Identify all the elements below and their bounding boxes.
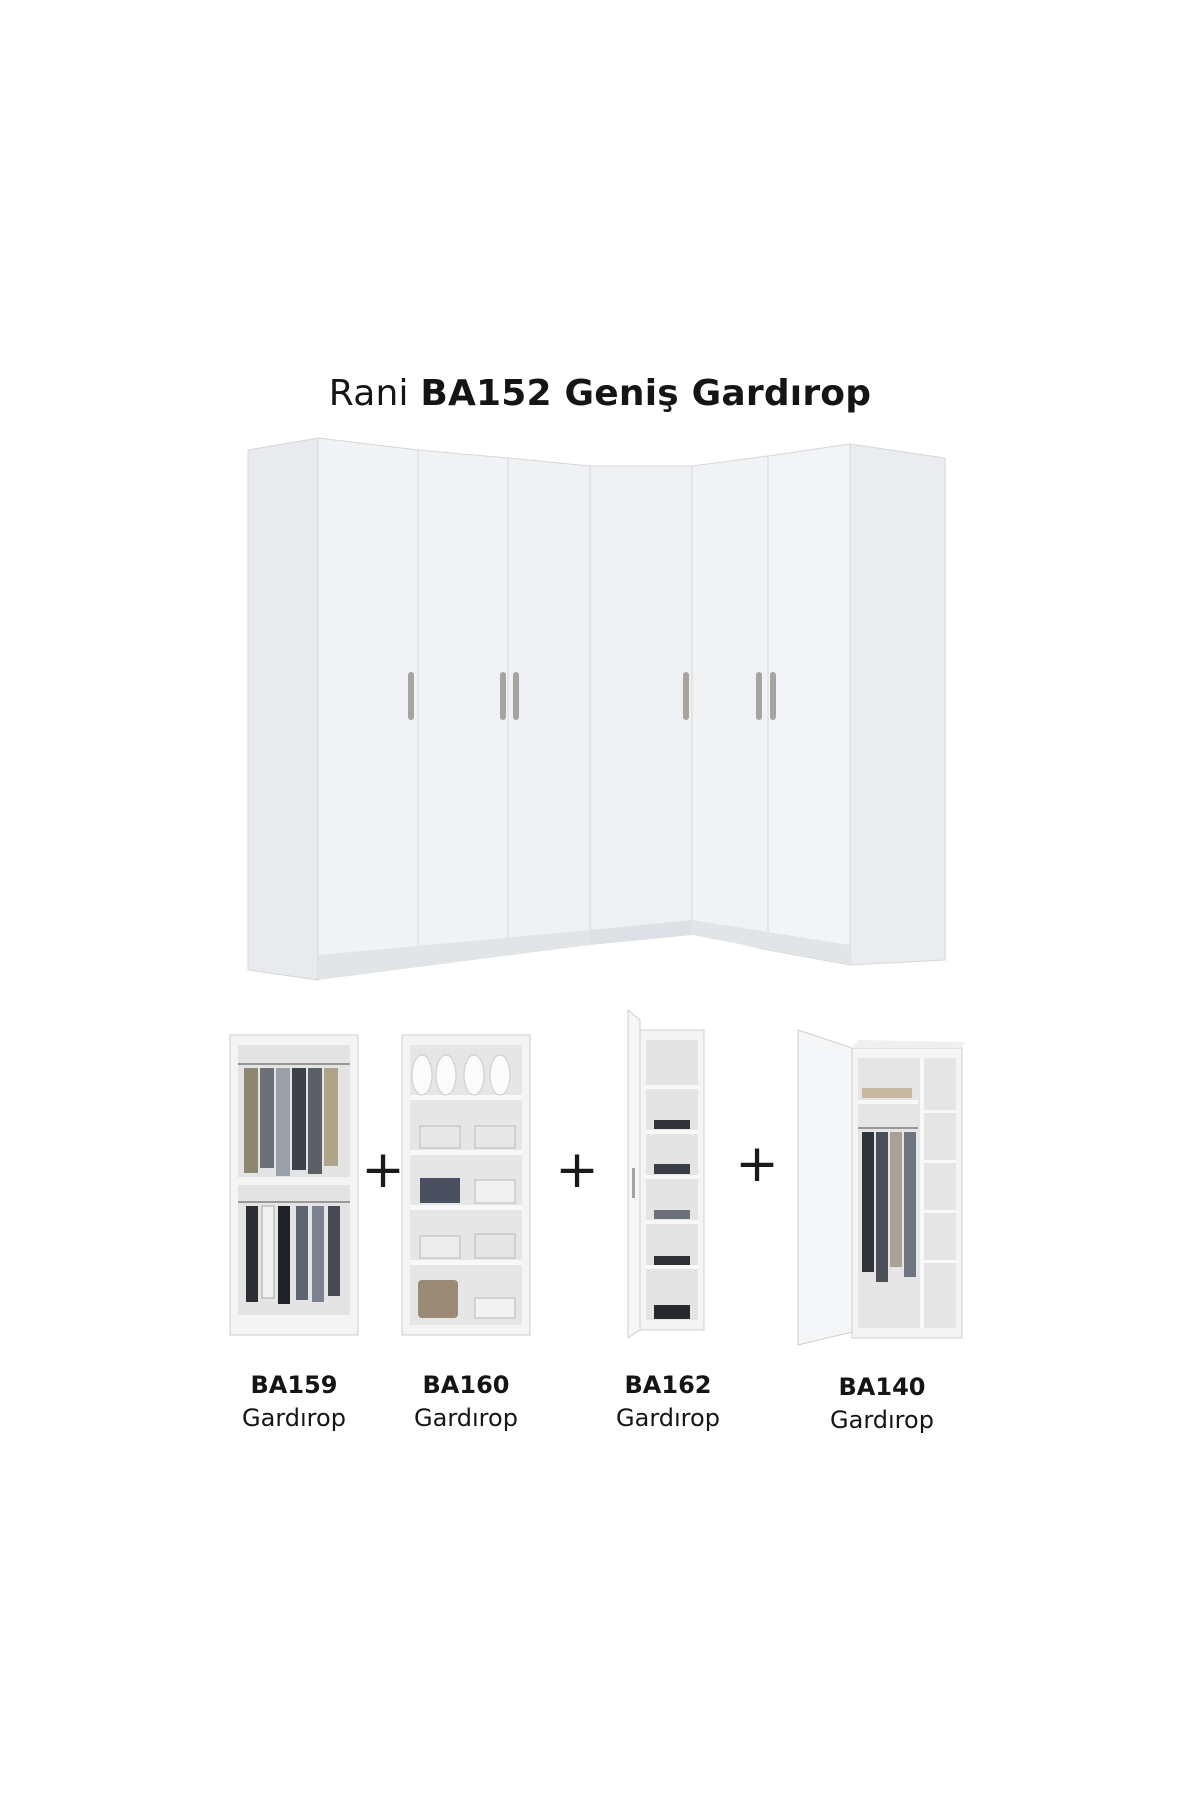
component-code: BA159 bbox=[250, 1371, 338, 1399]
folded-stack bbox=[474, 1179, 516, 1204]
component-type: Gardırop bbox=[242, 1404, 346, 1432]
component-label-ba140: BA140 Gardırop bbox=[782, 1372, 982, 1436]
folded-stack bbox=[474, 1125, 516, 1149]
handle bbox=[408, 672, 414, 720]
component-label-ba162: BA162 Gardırop bbox=[568, 1370, 768, 1434]
folded-stack bbox=[419, 1235, 461, 1259]
handle bbox=[632, 1168, 635, 1198]
ba160-cabinet bbox=[401, 1034, 531, 1336]
folded-stack bbox=[474, 1233, 516, 1259]
handle bbox=[683, 672, 689, 720]
plus-sign: + bbox=[735, 1134, 779, 1194]
plinth-corner bbox=[590, 920, 692, 945]
component-code: BA160 bbox=[422, 1371, 510, 1399]
plus-sign: + bbox=[361, 1140, 405, 1200]
right-side-panel bbox=[849, 443, 946, 966]
component-label-ba159: BA159 Gardırop bbox=[194, 1370, 394, 1434]
folded-stack bbox=[474, 1297, 516, 1319]
component-wardrobes-image bbox=[229, 1008, 966, 1346]
title-model: BA152 Geniş Gardırop bbox=[420, 373, 872, 414]
pillows bbox=[411, 1054, 511, 1096]
title-brand: Rani bbox=[328, 373, 409, 414]
folded-stack bbox=[420, 1178, 460, 1203]
component-code: BA140 bbox=[838, 1373, 926, 1401]
handle bbox=[756, 672, 762, 720]
folded-stack bbox=[419, 1125, 461, 1149]
handle bbox=[770, 672, 776, 720]
handle bbox=[500, 672, 506, 720]
plinth-right bbox=[692, 920, 850, 965]
plinth-left bbox=[318, 930, 590, 980]
component-type: Gardırop bbox=[830, 1406, 934, 1434]
component-type: Gardırop bbox=[414, 1404, 518, 1432]
basket bbox=[418, 1280, 458, 1318]
ba162-cabinet bbox=[627, 1008, 705, 1339]
component-type: Gardırop bbox=[616, 1404, 720, 1432]
page-title: Rani BA152 Geniş Gardırop bbox=[0, 372, 1200, 416]
plus-sign: + bbox=[555, 1140, 599, 1200]
corner-wardrobe-image bbox=[247, 437, 946, 981]
component-label-ba160: BA160 Gardırop bbox=[366, 1370, 566, 1434]
clothes-bottom bbox=[246, 1205, 340, 1304]
clothes-top bbox=[244, 1068, 338, 1176]
ba140-cabinet bbox=[797, 1029, 966, 1346]
handle bbox=[513, 672, 519, 720]
component-code: BA162 bbox=[624, 1371, 712, 1399]
ba159-cabinet bbox=[229, 1034, 359, 1336]
